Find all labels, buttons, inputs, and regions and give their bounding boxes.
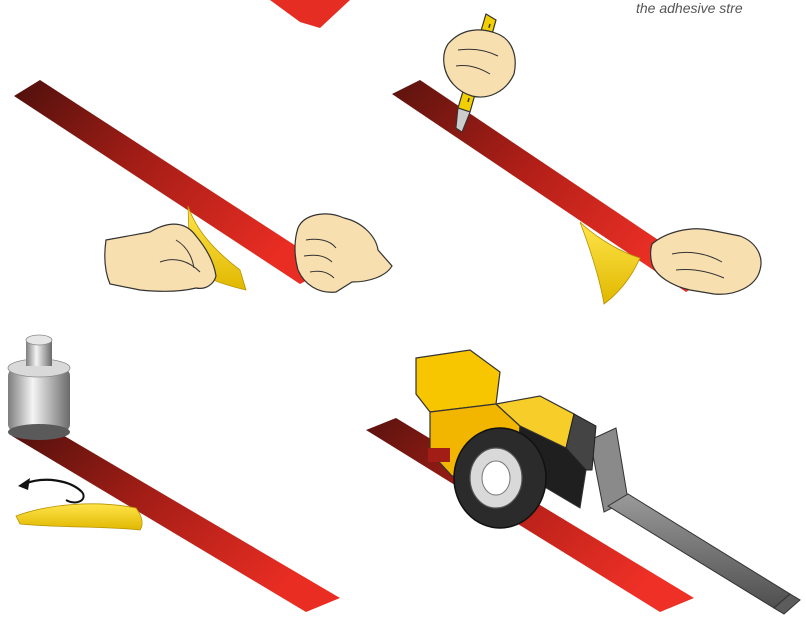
- step-3-weight-on-tape: [8, 335, 340, 612]
- weight: [8, 335, 70, 440]
- top-tape-fragment: [270, 0, 350, 28]
- pressing-hand: [651, 229, 762, 294]
- step-1-peel-release-liner: [14, 80, 392, 292]
- knife-hand: [444, 30, 516, 97]
- forklift: [416, 350, 596, 528]
- step-4-forklift-over-tape: [366, 350, 800, 614]
- step-2-cut-tape-with-knife: [392, 14, 761, 304]
- right-fist: [295, 214, 392, 292]
- release-liner: [16, 504, 142, 530]
- peel-direction-arrow-icon: [18, 478, 84, 502]
